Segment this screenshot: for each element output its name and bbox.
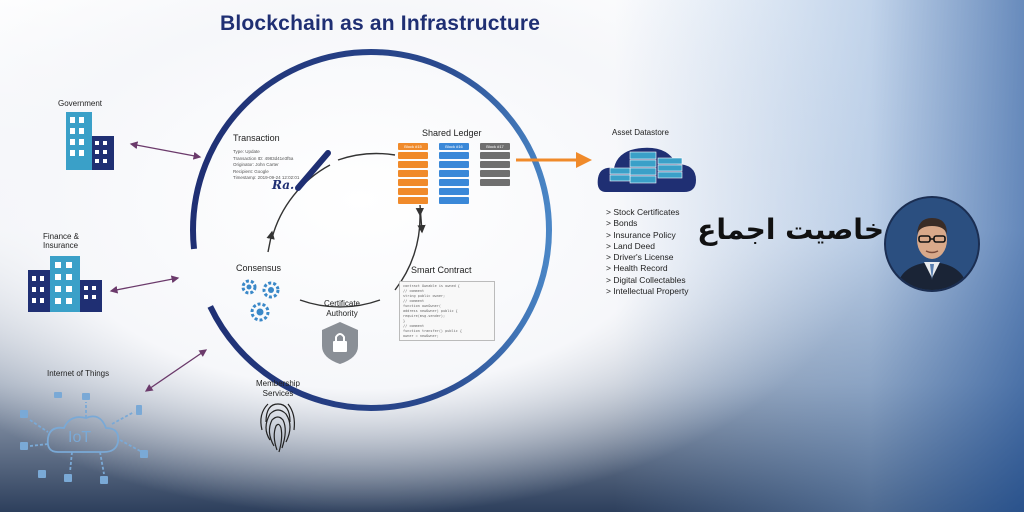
fingerprint-icon — [260, 403, 295, 453]
code-line: } — [403, 319, 406, 323]
cycle-arrow-down — [417, 204, 426, 234]
government-building-icon — [66, 112, 114, 170]
cycle-arc-left — [271, 164, 331, 239]
membership-label: Membership — [255, 379, 300, 388]
gear-icon — [241, 279, 280, 322]
contract-code-box: contract Ownable is owned { // comment s… — [399, 281, 495, 341]
lock-shield-icon — [322, 322, 358, 364]
outer-ring — [190, 49, 552, 411]
code-line: string public owner; — [403, 294, 446, 298]
arrow-government — [129, 141, 202, 160]
code-line: contract Ownable is owned { — [403, 284, 460, 288]
iot-label: Internet of Things — [47, 369, 110, 378]
cycle-arc-top — [337, 152, 396, 161]
ledger-block-15: Block #15 — [398, 143, 428, 204]
arrow-iot — [144, 349, 208, 392]
diagram-title: Blockchain as an Infrastructure — [220, 12, 541, 35]
person-portrait-icon — [886, 198, 978, 290]
membership-label-2: Services — [262, 389, 294, 398]
cloud-server-icon — [597, 147, 696, 192]
ledger-blocks: Block #15 Block #16 Block #17 — [398, 143, 510, 204]
tx-originator: Originator: John Carter — [233, 162, 279, 167]
tx-type: Type: Update — [233, 149, 260, 154]
ledger-block-header: Block #17 — [480, 143, 510, 150]
finance-label-2: Insurance — [43, 241, 79, 250]
iot-device-icons — [20, 392, 148, 484]
iot-cloud-icon — [29, 402, 143, 475]
overlay-title: خاصیت اجماع — [697, 213, 884, 246]
asset-item: > Bonds — [606, 218, 638, 229]
smart-contract-label: Smart Contract — [411, 265, 472, 275]
ledger-block-17: Block #17 — [480, 143, 510, 204]
pen-icon — [295, 150, 331, 191]
code-line: function ownOwner( — [403, 304, 441, 308]
asset-datastore-label: Asset Datastore — [612, 128, 669, 137]
cycle-arc-bottom — [299, 299, 381, 308]
finance-building-icon — [28, 256, 102, 312]
certificate-label-2: Authority — [326, 309, 358, 318]
asset-item: > Intellectual Property — [606, 286, 689, 297]
shared-ledger-label: Shared Ledger — [422, 128, 482, 138]
tx-timestamp: Timestamp: 2019-09-24 12:02:01 — [233, 175, 300, 180]
ledger-block-header: Block #15 — [398, 143, 428, 150]
transaction-details: Type: Update Transaction ID: 4983d41e3f5… — [233, 149, 299, 182]
asset-item: > Insurance Policy — [606, 229, 676, 240]
code-line: require(msg.sender); — [403, 314, 446, 318]
government-label: Government — [58, 99, 103, 108]
cycle-arrow-up — [266, 230, 275, 253]
asset-item: > Health Record — [606, 263, 668, 274]
code-line: function transfer() public { — [403, 329, 463, 333]
signature-text: Ra. — [272, 178, 295, 192]
finance-label: Finance & — [43, 232, 80, 241]
asset-item: > Stock Certificates — [606, 207, 680, 217]
asset-item: > Driver's License — [606, 252, 674, 263]
code-line: // comment — [403, 299, 425, 303]
avatar — [884, 196, 980, 292]
transaction-label: Transaction — [233, 133, 280, 143]
asset-item: > Digital Collectables — [606, 274, 686, 285]
ledger-block-header: Block #16 — [439, 143, 469, 150]
tx-recipient: Recipient: Google — [233, 168, 269, 174]
consensus-label: Consensus — [236, 263, 282, 273]
cycle-arc-right — [394, 207, 425, 291]
asset-item: > Land Deed — [606, 240, 655, 251]
iot-cloud-label: IoT — [68, 429, 92, 446]
code-line: // comment — [403, 289, 425, 293]
asset-list: > Stock Certificates > Bonds > Insurance… — [606, 207, 688, 297]
code-line: // comment — [403, 324, 425, 328]
tx-id: Transaction ID: 4983d41e3f5a — [233, 155, 294, 161]
code-line: address newOwner) public { — [403, 309, 458, 313]
certificate-label: Certificate — [323, 299, 360, 308]
arrow-finance — [109, 275, 180, 294]
ledger-block-16: Block #16 — [439, 143, 469, 204]
code-line: owner = newOwner; — [403, 334, 439, 338]
